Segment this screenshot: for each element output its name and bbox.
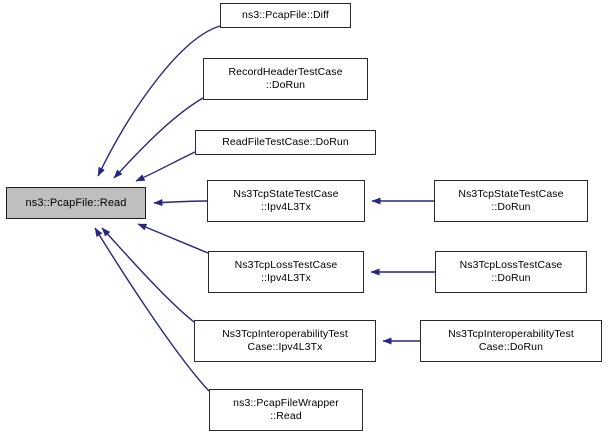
call-edge-recordhdr-to-root [113, 97, 204, 179]
graph-node-interoprun[interactable]: Ns3TcpInteroperabilityTest Case::DoRun [420, 320, 602, 362]
graph-node-interoptx[interactable]: Ns3TcpInteroperabilityTest Case::Ipv4L3T… [194, 320, 376, 362]
graph-node-recordhdr[interactable]: RecordHeaderTestCase ::DoRun [203, 58, 368, 100]
node-label: ns3::PcapFile::Diff [242, 9, 329, 21]
node-label: Ns3TcpLossTestCase ::DoRun [459, 259, 563, 284]
node-label: ReadFileTestCase::DoRun [222, 136, 349, 148]
node-label: Ns3TcpStateTestCase ::DoRun [458, 188, 564, 213]
node-label: Ns3TcpStateTestCase ::Ipv4L3Tx [233, 188, 339, 213]
node-label: RecordHeaderTestCase ::DoRun [228, 66, 343, 91]
graph-node-lossrun[interactable]: Ns3TcpLossTestCase ::DoRun [435, 251, 587, 293]
graph-node-readfile[interactable]: ReadFileTestCase::DoRun [195, 130, 376, 155]
node-label: ns3::PcapFile::Read [25, 196, 127, 209]
call-edge-losstx-to-root [137, 223, 209, 254]
node-label: Ns3TcpInteroperabilityTest Case::Ipv4L3T… [222, 328, 348, 353]
call-edge-readfile-to-root [135, 151, 196, 182]
node-label: Ns3TcpLossTestCase ::Ipv4L3Tx [234, 259, 338, 284]
call-edge-wrapread-to-root [94, 227, 210, 392]
graph-node-statetx[interactable]: Ns3TcpStateTestCase ::Ipv4L3Tx [207, 180, 365, 222]
graph-node-staterun[interactable]: Ns3TcpStateTestCase ::DoRun [434, 180, 588, 222]
graph-node-losstx[interactable]: Ns3TcpLossTestCase ::Ipv4L3Tx [208, 251, 364, 293]
node-label: Ns3TcpInteroperabilityTest Case::DoRun [448, 328, 574, 353]
node-label: ns3::PcapFileWrapper ::Read [233, 397, 339, 422]
graph-node-root[interactable]: ns3::PcapFile::Read [6, 187, 146, 219]
call-edge-statetx-to-root [153, 199, 208, 207]
graph-node-wrapread[interactable]: ns3::PcapFileWrapper ::Read [209, 389, 363, 431]
graph-node-diff[interactable]: ns3::PcapFile::Diff [220, 3, 351, 28]
call-edge-diff-to-root [97, 25, 221, 177]
call-edge-interoptx-to-root [101, 227, 195, 323]
